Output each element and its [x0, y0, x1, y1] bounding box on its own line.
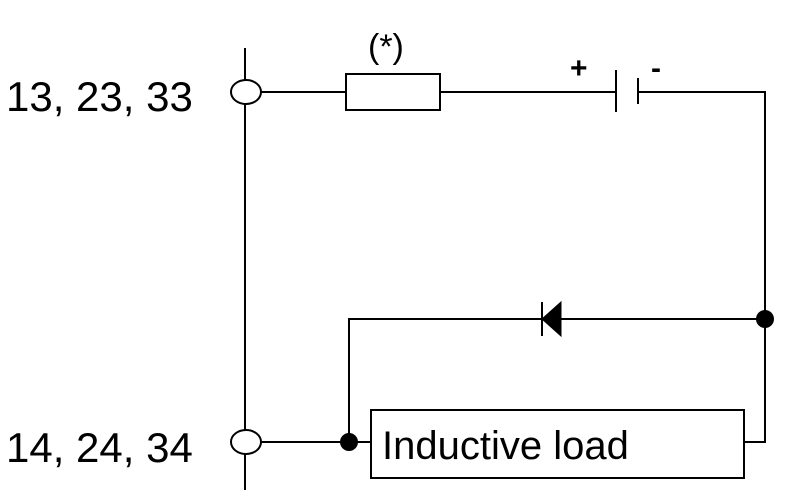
fuse-symbol	[345, 73, 441, 111]
source-plus-label: +	[570, 52, 588, 85]
fuse-note-label: (*)	[368, 28, 404, 66]
diode-icon	[541, 300, 562, 338]
top-terminal-label: 13, 23, 33	[6, 73, 193, 120]
inductive-load-box	[370, 409, 745, 479]
inductive-load-label: Inductive load	[382, 424, 629, 468]
bottom-terminal-label: 14, 24, 34	[6, 424, 193, 471]
top-terminal	[230, 79, 262, 105]
source-minus-label: -	[651, 52, 661, 85]
diode-branch-wire	[348, 318, 765, 442]
junction-dot-right	[756, 310, 774, 328]
right-return-wire	[638, 91, 766, 443]
bottom-terminal	[230, 429, 262, 455]
